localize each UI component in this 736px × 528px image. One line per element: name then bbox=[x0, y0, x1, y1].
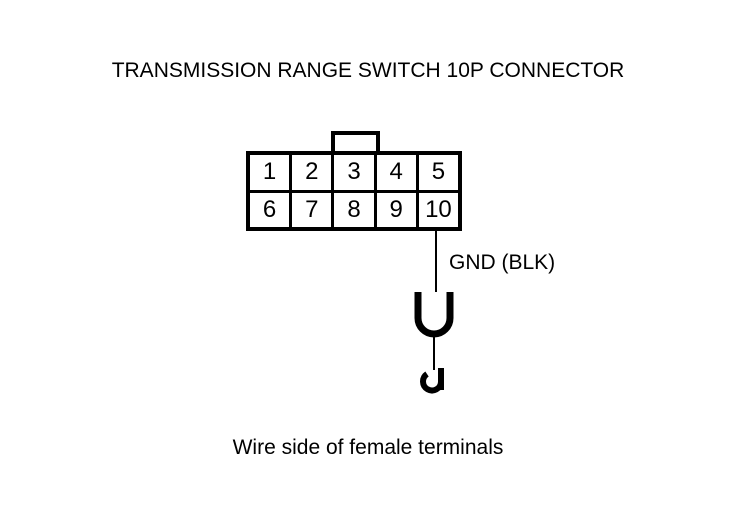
pin-cell-3: 3 bbox=[334, 155, 377, 190]
pin-cell-10: 10 bbox=[425, 195, 452, 223]
page-title: TRANSMISSION RANGE SWITCH 10P CONNECTOR bbox=[111, 59, 625, 82]
pin-cell-6: 6 bbox=[250, 192, 293, 227]
female-terminal-u-symbol bbox=[414, 292, 454, 338]
pin-cell-5: 5 bbox=[431, 158, 446, 186]
connector-body: 1 2 3 4 5 6 7 8 9 10 bbox=[246, 151, 462, 231]
pin-row: 1 2 3 4 5 bbox=[250, 155, 458, 190]
ground-symbol-hook bbox=[420, 371, 444, 394]
pin-cell-9: 9 bbox=[377, 192, 419, 227]
pin-cell-1: 1 bbox=[250, 155, 293, 190]
diagram-caption: Wire side of female terminals bbox=[232, 436, 504, 459]
pin-cell-2: 2 bbox=[292, 155, 335, 190]
pin-cell-8: 8 bbox=[334, 192, 377, 227]
pin-cell-4: 4 bbox=[377, 155, 419, 190]
pin-row: 6 7 8 9 10 bbox=[250, 189, 458, 227]
wire-label-gnd: GND (BLK) bbox=[449, 251, 556, 274]
pin-cell-7: 7 bbox=[292, 192, 335, 227]
connector-assembly: 1 2 3 4 5 6 7 8 9 10 bbox=[246, 131, 462, 231]
